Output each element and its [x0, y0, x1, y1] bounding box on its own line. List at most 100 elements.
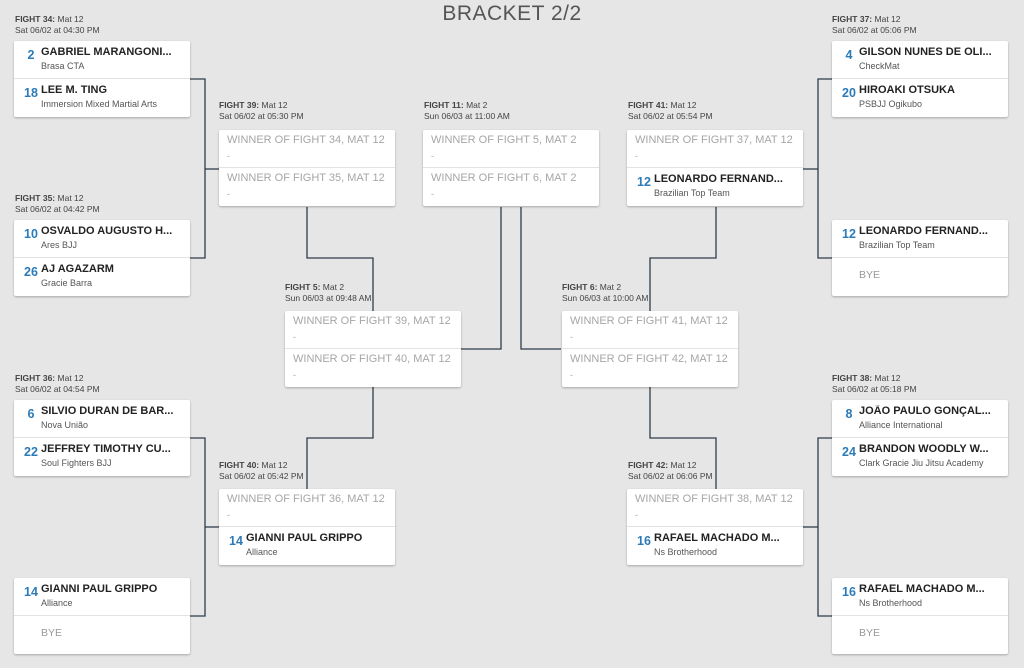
fight-header: FIGHT 5: Mat 2 Sun 06/03 at 09:48 AM — [285, 282, 371, 304]
pending-slot[interactable]: WINNER OF FIGHT 6, MAT 2 - — [423, 168, 599, 206]
bye-card-right-top[interactable]: 12 LEONARDO FERNAND... Brazilian Top Tea… — [832, 220, 1008, 296]
competitor-slot[interactable]: 14 GIANNI PAUL GRIPPO Alliance — [219, 527, 395, 565]
competitor-slot[interactable]: 14 GIANNI PAUL GRIPPO Alliance — [14, 578, 190, 616]
pending-slot[interactable]: WINNER OF FIGHT 38, MAT 12 - — [627, 489, 803, 527]
placeholder-dash: - — [570, 332, 573, 342]
team-name: Clark Gracie Jiu Jitsu Academy — [859, 458, 984, 468]
fight-time: Sat 06/02 at 05:18 PM — [832, 384, 917, 394]
fight-number: FIGHT 37: — [832, 14, 873, 24]
fight-time: Sat 06/02 at 05:30 PM — [219, 111, 304, 121]
seed-number: 10 — [24, 227, 38, 241]
placeholder-dash: - — [635, 510, 638, 520]
pending-slot[interactable]: WINNER OF FIGHT 36, MAT 12 - — [219, 489, 395, 527]
pending-slot[interactable]: WINNER OF FIGHT 34, MAT 12 - — [219, 130, 395, 168]
bye-card-right-bottom[interactable]: 16 RAFAEL MACHADO M... Ns Brotherhood BY… — [832, 578, 1008, 654]
fight-mat: Mat 12 — [261, 100, 288, 110]
seed-number: 18 — [24, 86, 38, 100]
fight-mat: Mat 12 — [57, 193, 84, 203]
fight-header: FIGHT 39: Mat 12 Sat 06/02 at 05:30 PM — [219, 100, 304, 122]
competitor-slot[interactable]: 6 SILVIO DURAN DE BAR... Nova União — [14, 400, 190, 438]
competitor-slot[interactable]: 12 LEONARDO FERNAND... Brazilian Top Tea… — [832, 220, 1008, 258]
competitor-slot[interactable]: 26 AJ AGAZARM Gracie Barra — [14, 258, 190, 296]
team-name: Ns Brotherhood — [859, 598, 923, 608]
competitor-slot[interactable]: 12 LEONARDO FERNAND... Brazilian Top Tea… — [627, 168, 803, 206]
seed-number: 16 — [637, 534, 651, 548]
seed-number: 6 — [27, 407, 35, 421]
competitor-name: SILVIO DURAN DE BAR... — [41, 405, 174, 417]
competitor-name: HIROAKI OTSUKA — [859, 84, 955, 96]
fight-card-37[interactable]: 4 GILSON NUNES DE OLI... CheckMat 20 HIR… — [832, 41, 1008, 117]
fight-header: FIGHT 38: Mat 12 Sat 06/02 at 05:18 PM — [832, 373, 917, 395]
fight-header: FIGHT 6: Mat 2 Sun 06/03 at 10:00 AM — [562, 282, 648, 304]
competitor-name: GIANNI PAUL GRIPPO — [246, 532, 363, 544]
team-name: Brazilian Top Team — [859, 240, 935, 250]
fight-number: FIGHT 40: — [219, 460, 260, 470]
seed-number: 8 — [845, 407, 853, 421]
competitor-slot[interactable]: 16 RAFAEL MACHADO M... Ns Brotherhood — [627, 527, 803, 565]
pending-slot[interactable]: WINNER OF FIGHT 39, MAT 12 - — [285, 311, 461, 349]
team-name: Ns Brotherhood — [654, 547, 718, 557]
competitor-name: RAFAEL MACHADO M... — [859, 583, 985, 595]
placeholder-dash: - — [227, 189, 230, 199]
fight-header: FIGHT 41: Mat 12 Sat 06/02 at 05:54 PM — [628, 100, 713, 122]
fight-card-40[interactable]: WINNER OF FIGHT 36, MAT 12 - 14 GIANNI P… — [219, 489, 395, 565]
winner-placeholder: WINNER OF FIGHT 42, MAT 12 — [570, 353, 728, 365]
fight-mat: Mat 2 — [322, 282, 345, 292]
bye-slot: BYE — [832, 258, 1008, 296]
bracket-title: BRACKET 2/2 — [442, 2, 582, 25]
placeholder-dash: - — [431, 189, 434, 199]
seed-number: 26 — [24, 265, 38, 279]
fight-card-36[interactable]: 6 SILVIO DURAN DE BAR... Nova União 22 J… — [14, 400, 190, 476]
fight-card-5[interactable]: WINNER OF FIGHT 39, MAT 12 - WINNER OF F… — [285, 311, 461, 387]
fight-card-38[interactable]: 8 JOÃO PAULO GONÇAL... Alliance Internat… — [832, 400, 1008, 476]
bye-slot: BYE — [14, 616, 190, 654]
pending-slot[interactable]: WINNER OF FIGHT 40, MAT 12 - — [285, 349, 461, 387]
fight-card-41[interactable]: WINNER OF FIGHT 37, MAT 12 - 12 LEONARDO… — [627, 130, 803, 206]
competitor-slot[interactable]: 16 RAFAEL MACHADO M... Ns Brotherhood — [832, 578, 1008, 616]
fight-card-42[interactable]: WINNER OF FIGHT 38, MAT 12 - 16 RAFAEL M… — [627, 489, 803, 565]
winner-placeholder: WINNER OF FIGHT 6, MAT 2 — [431, 172, 577, 184]
pending-slot[interactable]: WINNER OF FIGHT 41, MAT 12 - — [562, 311, 738, 349]
fight-card-34[interactable]: 2 GABRIEL MARANGONI... Brasa CTA 18 LEE … — [14, 41, 190, 117]
bye-card-left[interactable]: 14 GIANNI PAUL GRIPPO Alliance BYE — [14, 578, 190, 654]
competitor-slot[interactable]: 10 OSVALDO AUGUSTO H... Ares BJJ — [14, 220, 190, 258]
placeholder-dash: - — [227, 510, 230, 520]
fight-time: Sat 06/02 at 04:42 PM — [15, 204, 100, 214]
seed-number: 12 — [637, 175, 651, 189]
placeholder-dash: - — [227, 151, 230, 161]
fight-time: Sun 06/03 at 09:48 AM — [285, 293, 372, 303]
competitor-slot[interactable]: 22 JEFFREY TIMOTHY CU... Soul Fighters B… — [14, 438, 190, 476]
winner-placeholder: WINNER OF FIGHT 35, MAT 12 — [227, 172, 385, 184]
pending-slot[interactable]: WINNER OF FIGHT 42, MAT 12 - — [562, 349, 738, 387]
fight-card-11[interactable]: WINNER OF FIGHT 5, MAT 2 - WINNER OF FIG… — [423, 130, 599, 206]
competitor-name: LEONARDO FERNAND... — [859, 225, 988, 237]
team-name: Alliance — [246, 547, 278, 557]
bye-slot: BYE — [832, 616, 1008, 654]
placeholder-dash: - — [431, 151, 434, 161]
pending-slot[interactable]: WINNER OF FIGHT 37, MAT 12 - — [627, 130, 803, 168]
competitor-slot[interactable]: 4 GILSON NUNES DE OLI... CheckMat — [832, 41, 1008, 79]
placeholder-dash: - — [293, 332, 296, 342]
fight-card-39[interactable]: WINNER OF FIGHT 34, MAT 12 - WINNER OF F… — [219, 130, 395, 206]
bye-label: BYE — [859, 269, 881, 281]
fight-header: FIGHT 42: Mat 12 Sat 06/02 at 06:06 PM — [628, 460, 713, 482]
competitor-name: LEE M. TING — [41, 84, 107, 96]
fight-card-35[interactable]: 10 OSVALDO AUGUSTO H... Ares BJJ 26 AJ A… — [14, 220, 190, 296]
pending-slot[interactable]: WINNER OF FIGHT 35, MAT 12 - — [219, 168, 395, 206]
bye-label: BYE — [859, 627, 881, 639]
fight-time: Sat 06/02 at 05:42 PM — [219, 471, 304, 481]
team-name: Soul Fighters BJJ — [41, 458, 112, 468]
competitor-slot[interactable]: 20 HIROAKI OTSUKA PSBJJ Ogikubo — [832, 79, 1008, 117]
competitor-slot[interactable]: 8 JOÃO PAULO GONÇAL... Alliance Internat… — [832, 400, 1008, 438]
winner-placeholder: WINNER OF FIGHT 37, MAT 12 — [635, 134, 793, 146]
competitor-slot[interactable]: 18 LEE M. TING Immersion Mixed Martial A… — [14, 79, 190, 117]
seed-number: 16 — [842, 585, 856, 599]
competitor-name: GABRIEL MARANGONI... — [41, 46, 172, 58]
competitor-slot[interactable]: 2 GABRIEL MARANGONI... Brasa CTA — [14, 41, 190, 79]
team-name: Brasa CTA — [41, 61, 85, 71]
fight-card-6[interactable]: WINNER OF FIGHT 41, MAT 12 - WINNER OF F… — [562, 311, 738, 387]
pending-slot[interactable]: WINNER OF FIGHT 5, MAT 2 - — [423, 130, 599, 168]
seed-number: 4 — [845, 48, 853, 62]
competitor-slot[interactable]: 24 BRANDON WOODLY W... Clark Gracie Jiu … — [832, 438, 1008, 476]
fight-header: FIGHT 34: Mat 12 Sat 06/02 at 04:30 PM — [15, 14, 100, 36]
